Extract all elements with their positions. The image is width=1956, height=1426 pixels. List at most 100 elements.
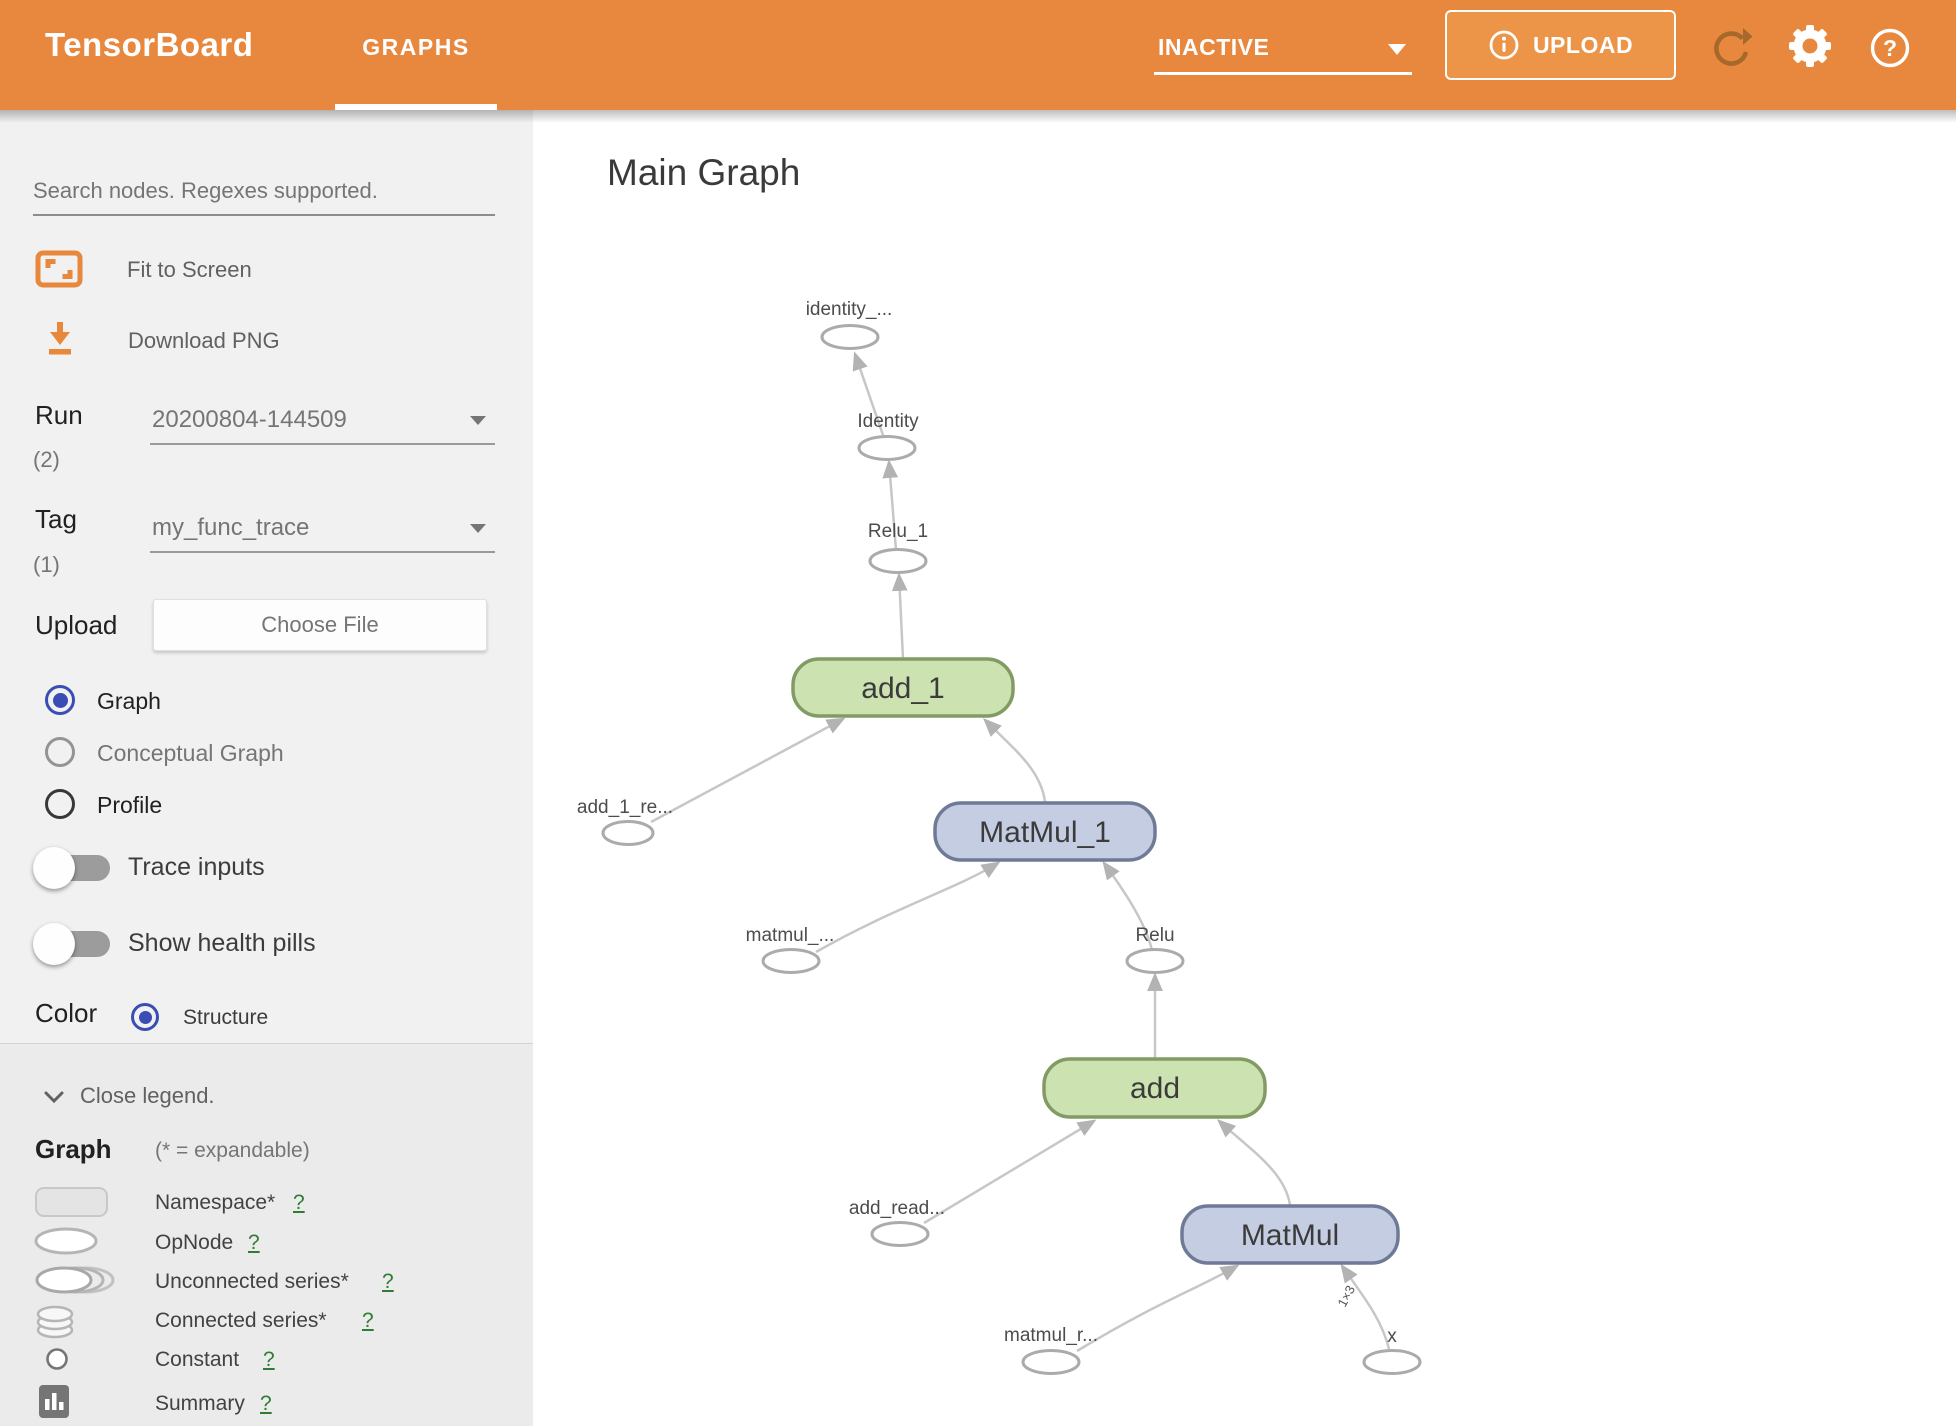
node-add-1-read[interactable] bbox=[601, 820, 655, 846]
chevron-down-icon bbox=[470, 416, 486, 425]
node-label: add_1_re... bbox=[577, 797, 673, 818]
node-identity[interactable] bbox=[857, 435, 917, 461]
close-legend-button[interactable]: Close legend. bbox=[43, 1083, 343, 1115]
node-label: identity_... bbox=[806, 299, 893, 320]
node-x[interactable] bbox=[1362, 1349, 1422, 1375]
legend-item-label: Unconnected series* bbox=[155, 1270, 349, 1293]
toggle-knob bbox=[33, 847, 75, 889]
app-header: TensorBoard GRAPHS INACTIVE UPLOAD bbox=[0, 0, 1956, 110]
legend-item-label: Connected series* bbox=[155, 1309, 327, 1332]
download-icon bbox=[44, 320, 76, 361]
color-by-label: Color bbox=[35, 998, 98, 1028]
view-option-conceptual-graph[interactable]: Conceptual Graph bbox=[0, 737, 533, 771]
edge-shape-label: 1×3 bbox=[1334, 1283, 1358, 1310]
close-legend-label: Close legend. bbox=[80, 1083, 215, 1108]
constant-help-link[interactable]: ? bbox=[263, 1348, 275, 1371]
legend-panel: Close legend. Graph (* = expandable) Nam… bbox=[0, 1043, 533, 1426]
color-by-structure-option[interactable]: Structure bbox=[131, 1003, 391, 1033]
node-label: add bbox=[1130, 1072, 1180, 1105]
chevron-down-icon bbox=[470, 524, 486, 533]
run-dropdown-underline bbox=[150, 443, 495, 445]
node-add-1[interactable]: add_1 bbox=[791, 657, 1015, 718]
toggle-label: Show health pills bbox=[128, 929, 316, 957]
namespace-help-link[interactable]: ? bbox=[293, 1191, 305, 1214]
node-relu-1[interactable] bbox=[868, 548, 928, 574]
node-label: MatMul bbox=[1241, 1219, 1339, 1252]
chevron-down-icon bbox=[1388, 44, 1406, 55]
legend-item-namespace: Namespace* ? bbox=[0, 1187, 533, 1221]
node-label: x bbox=[1387, 1326, 1397, 1347]
chevron-down-icon bbox=[43, 1090, 65, 1109]
legend-item-summary: Summary ? bbox=[0, 1385, 533, 1421]
tag-label: Tag bbox=[35, 504, 77, 534]
legend-item-label: Summary bbox=[155, 1392, 245, 1415]
graph-canvas[interactable]: 1×3 identity_... Identity Relu_1 add_1_r… bbox=[533, 110, 1956, 1426]
settings-gear-icon[interactable] bbox=[1786, 22, 1834, 70]
connected-series-help-link[interactable]: ? bbox=[362, 1309, 374, 1332]
refresh-icon[interactable] bbox=[1708, 26, 1754, 72]
node-label: add_read... bbox=[849, 1198, 945, 1219]
node-matmul-1[interactable]: MatMul_1 bbox=[933, 801, 1157, 862]
view-option-label: Graph bbox=[97, 688, 161, 714]
node-label: Relu_1 bbox=[868, 521, 928, 542]
legend-item-label: OpNode bbox=[155, 1231, 234, 1254]
run-count: (2) bbox=[33, 447, 60, 472]
tag-dropdown-value: my_func_trace bbox=[152, 514, 310, 541]
node-relu[interactable] bbox=[1125, 948, 1185, 974]
upload-section-label: Upload bbox=[35, 610, 118, 640]
summary-help-link[interactable]: ? bbox=[260, 1392, 272, 1415]
upload-button[interactable]: UPLOAD bbox=[1445, 10, 1676, 80]
run-dropdown[interactable]: 20200804-144509 bbox=[150, 400, 495, 446]
tab-graphs[interactable]: GRAPHS bbox=[362, 34, 470, 60]
active-tab-indicator bbox=[335, 104, 497, 110]
view-option-profile[interactable]: Profile bbox=[0, 789, 533, 823]
node-label: Relu bbox=[1135, 925, 1174, 946]
node-matmul-r-read[interactable] bbox=[1021, 1349, 1081, 1375]
node-label: MatMul_1 bbox=[979, 816, 1111, 849]
svg-text:?: ? bbox=[1883, 35, 1897, 61]
main-graph-title: Main Graph bbox=[607, 152, 801, 193]
connected-series-icon bbox=[35, 1300, 79, 1345]
node-add-read[interactable] bbox=[870, 1221, 930, 1247]
view-option-graph[interactable]: Graph bbox=[0, 685, 533, 719]
node-identity-output[interactable] bbox=[820, 324, 880, 350]
tag-dropdown[interactable]: my_func_trace bbox=[150, 508, 495, 554]
opnode-ellipse-icon bbox=[33, 1227, 99, 1260]
constant-circle-icon bbox=[45, 1347, 69, 1376]
fit-to-screen-icon bbox=[35, 250, 83, 293]
radio-selected-icon bbox=[45, 685, 75, 715]
graph-io-node-labels: identity_... Identity Relu_1 add_1_re...… bbox=[577, 299, 1397, 1347]
help-icon[interactable]: ? bbox=[1868, 26, 1912, 70]
unconnected-series-icon bbox=[33, 1265, 117, 1300]
show-health-pills-toggle[interactable]: Show health pills bbox=[0, 921, 533, 969]
run-dropdown-value: 20200804-144509 bbox=[152, 406, 347, 433]
legend-subtitle: (* = expandable) bbox=[155, 1139, 310, 1162]
download-png-label: Download PNG bbox=[128, 328, 280, 353]
legend-item-label: Namespace* bbox=[155, 1191, 276, 1214]
node-add[interactable]: add bbox=[1042, 1057, 1267, 1119]
graph-controls-sidebar: Fit to Screen Download PNG Run (2) 20200… bbox=[0, 110, 533, 1426]
view-option-label: Profile bbox=[97, 792, 163, 818]
node-label: add_1 bbox=[861, 672, 944, 705]
radio-unselected-icon bbox=[45, 789, 75, 819]
toggle-label: Trace inputs bbox=[128, 853, 265, 881]
info-icon bbox=[1488, 29, 1520, 61]
fit-to-screen-label: Fit to Screen bbox=[127, 257, 252, 282]
app-logo: TensorBoard bbox=[45, 26, 254, 63]
graph-io-nodes bbox=[601, 324, 1422, 1375]
run-state-dropdown[interactable]: INACTIVE bbox=[1154, 28, 1412, 75]
search-nodes-input[interactable] bbox=[33, 168, 495, 216]
graph-edges bbox=[650, 351, 1391, 1353]
node-label: matmul_... bbox=[746, 925, 835, 946]
legend-item-unconnected-series: Unconnected series* ? bbox=[0, 1265, 533, 1299]
choose-file-button[interactable]: Choose File bbox=[153, 599, 487, 651]
trace-inputs-toggle[interactable]: Trace inputs bbox=[0, 845, 533, 893]
node-matmul[interactable]: MatMul bbox=[1180, 1204, 1400, 1265]
unconnected-series-help-link[interactable]: ? bbox=[382, 1270, 394, 1293]
node-matmul-read[interactable] bbox=[761, 948, 821, 974]
legend-item-opnode: OpNode ? bbox=[0, 1227, 533, 1261]
opnode-help-link[interactable]: ? bbox=[248, 1231, 260, 1254]
tag-count: (1) bbox=[33, 552, 60, 577]
color-by-option-label: Structure bbox=[183, 1006, 269, 1029]
